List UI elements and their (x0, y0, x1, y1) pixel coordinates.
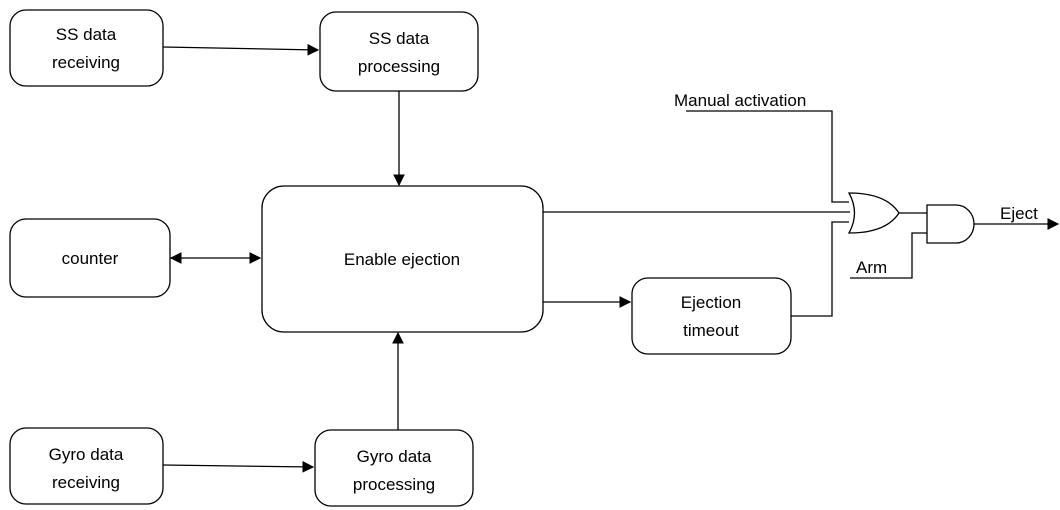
node-gyro-receiving-line1: Gyro data (49, 445, 124, 464)
node-counter: counter (9, 218, 171, 298)
node-ss-receiving: SS data receiving (9, 9, 164, 87)
and-gate-symbol (926, 204, 975, 244)
node-ejection-timeout-line2: timeout (683, 321, 739, 340)
or-gate-symbol (847, 192, 900, 234)
node-gyro-processing: Gyro data processing (314, 429, 474, 507)
node-counter-label: counter (62, 249, 119, 268)
node-ejection-timeout: Ejection timeout (631, 277, 792, 355)
node-gyro-processing-line1: Gyro data (357, 447, 432, 466)
node-ejection-timeout-line1: Ejection (681, 293, 741, 312)
wire-timeout-to-or-gate (791, 221, 849, 317)
node-gyro-receiving: Gyro data receiving (9, 427, 164, 505)
node-ss-receiving-line2: receiving (52, 53, 120, 72)
wire-arm-to-and-gate (850, 232, 927, 279)
arrow-ss-receiving-to-processing (162, 43, 320, 56)
signal-label-eject: Eject (1000, 204, 1038, 223)
node-gyro-processing-line2: processing (353, 475, 435, 494)
connectors (162, 43, 1060, 473)
signal-label-manual-activation: Manual activation (674, 91, 806, 110)
node-enable-ejection: Enable ejection (261, 185, 544, 333)
arrow-gyro-receiving-to-processing (162, 461, 315, 473)
node-ss-receiving-line1: SS data (56, 25, 117, 44)
node-gyro-receiving-line2: receiving (52, 473, 120, 492)
wire-manual-activation (686, 110, 849, 203)
signal-label-arm: Arm (856, 258, 887, 277)
node-ss-processing-line1: SS data (369, 29, 430, 48)
node-enable-ejection-label: Enable ejection (344, 250, 460, 269)
node-ss-processing: SS data processing (319, 11, 479, 92)
node-ss-processing-line2: processing (358, 57, 440, 76)
